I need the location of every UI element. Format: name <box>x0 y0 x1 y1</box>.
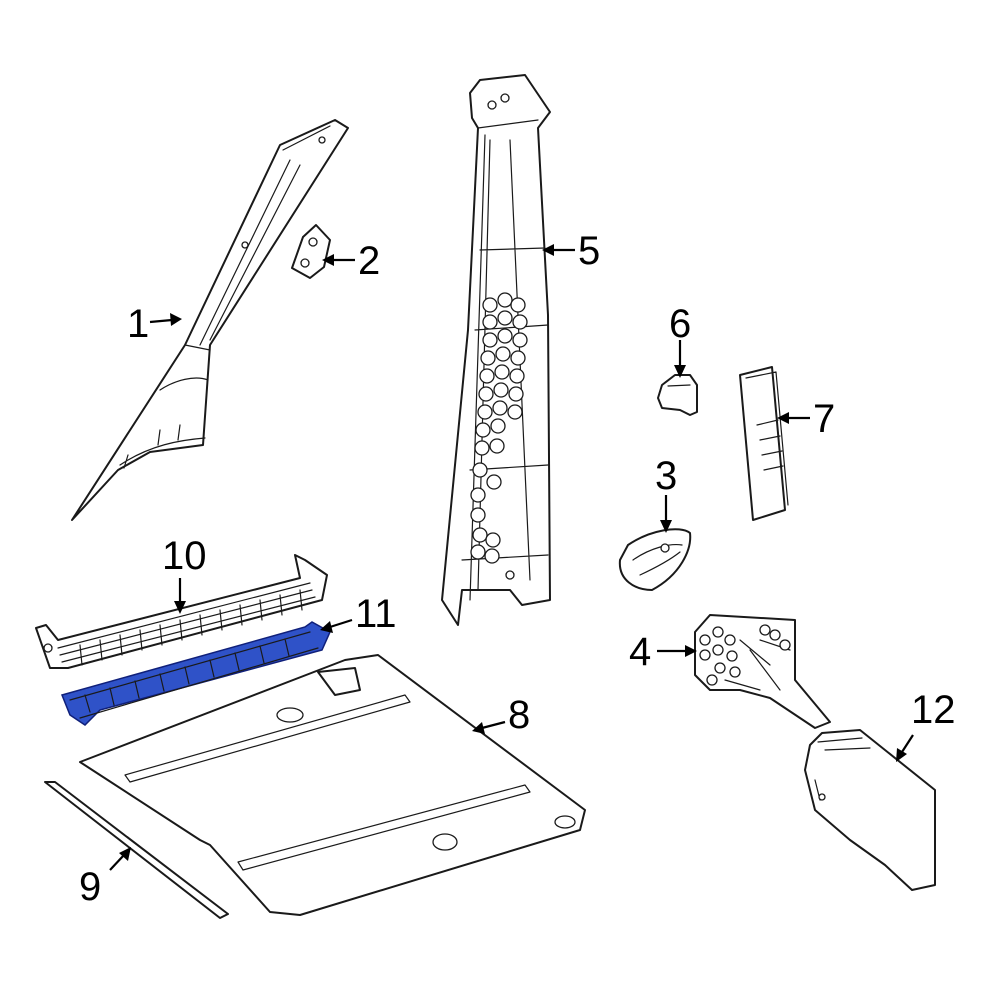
callout-label: 1 <box>127 302 149 346</box>
part-4-panel-bracket[interactable] <box>694 614 831 729</box>
part-12-side-trim-panel[interactable] <box>804 729 936 891</box>
callout-2: 2 <box>322 239 380 283</box>
callout-label: 9 <box>79 865 101 909</box>
callout-10: 10 <box>162 534 207 614</box>
callout-11: 11 <box>320 592 397 636</box>
callout-label: 8 <box>508 693 530 737</box>
callout-5: 5 <box>542 229 600 273</box>
callout-label: 7 <box>813 397 835 441</box>
part-8-floor-mat[interactable] <box>79 654 586 916</box>
callout-label: 5 <box>578 229 600 273</box>
part-6-cover[interactable] <box>657 374 698 416</box>
callout-label: 6 <box>669 302 691 346</box>
part-3-bezel[interactable] <box>618 528 692 591</box>
callout-label: 4 <box>629 630 651 674</box>
callout-label: 3 <box>655 454 677 498</box>
callout-label: 11 <box>355 592 397 636</box>
callout-label: 12 <box>911 688 956 732</box>
part-7-pillar-panel[interactable] <box>739 366 789 521</box>
part-5-hole-cluster <box>470 292 528 564</box>
callout-4: 4 <box>629 630 697 674</box>
part-1-a-pillar-trim[interactable] <box>71 119 349 521</box>
part-2-clip[interactable] <box>291 224 331 279</box>
callout-8: 8 <box>472 693 530 737</box>
callout-7: 7 <box>777 397 835 441</box>
part-9-sill-strip[interactable] <box>44 781 229 919</box>
callout-label: 2 <box>358 239 380 283</box>
part-5-b-pillar-trim[interactable] <box>441 74 551 626</box>
callout-label: 10 <box>162 534 207 578</box>
callout-6: 6 <box>669 302 691 378</box>
part-10-scuff-plate[interactable] <box>35 554 328 669</box>
part-11-highlighted-sill-plate[interactable] <box>60 621 331 726</box>
callout-9: 9 <box>79 847 131 909</box>
callout-12: 12 <box>896 688 956 762</box>
callout-3: 3 <box>655 454 677 533</box>
callout-1: 1 <box>127 302 182 346</box>
